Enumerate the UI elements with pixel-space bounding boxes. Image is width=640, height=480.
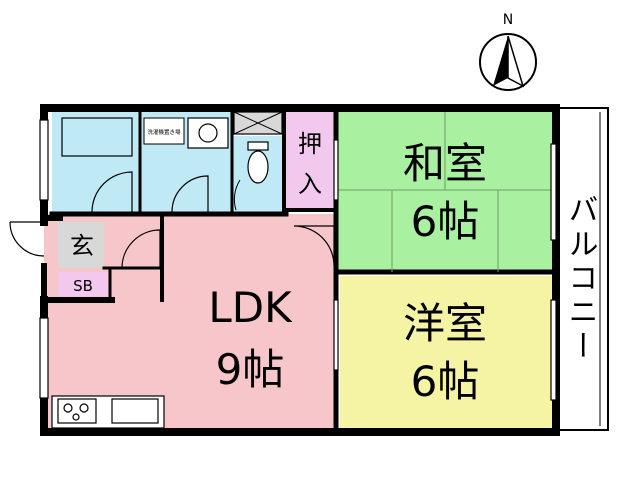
shoebox-label: SB — [73, 277, 93, 295]
balcony-fill — [555, 107, 609, 431]
tatami-lines — [338, 112, 552, 272]
sink-counter — [187, 117, 229, 149]
room-youshitsu-fill — [340, 276, 552, 428]
ldk-name: LDK — [208, 283, 293, 332]
genkan-label: 玄 — [70, 232, 94, 260]
ldk-door — [293, 225, 335, 267]
stove-icon — [57, 398, 97, 424]
bathtub — [61, 117, 133, 157]
genkan-outer-wall — [41, 263, 115, 303]
toilet-bowl-icon — [247, 150, 269, 184]
sink-basin-icon — [198, 123, 218, 143]
kitchen-sink-icon — [111, 398, 159, 424]
compass: N — [479, 12, 537, 91]
genkan-fill — [58, 222, 104, 268]
washitsu-name: 和室 — [403, 139, 487, 188]
youshitsu-name: 洋室 — [403, 299, 487, 348]
toilet-door — [233, 179, 241, 211]
bath-door — [91, 171, 133, 213]
entrance-door — [9, 221, 45, 257]
washer-space — [143, 117, 185, 145]
washer-label: 洗濯機置き場 — [147, 128, 181, 136]
toilet-tank-icon — [247, 141, 269, 151]
genkan-door — [121, 229, 161, 269]
compass-arrow-left — [493, 36, 508, 86]
oshiire-label-1: 押 — [298, 130, 322, 158]
oshiire-fill — [286, 112, 334, 210]
compass-north-label: N — [503, 12, 513, 28]
compass-arrow-right — [507, 35, 525, 88]
compass-circle — [479, 33, 537, 91]
balcony-label: バルコニー — [563, 194, 598, 364]
washroom-door — [171, 175, 209, 213]
shoebox-fill — [58, 272, 108, 296]
youshitsu-size: 6帖 — [411, 357, 480, 406]
washitsu-size: 6帖 — [411, 197, 480, 246]
windows — [39, 119, 557, 401]
oshiire-label-2: 入 — [298, 170, 322, 198]
ldk-size: 9帖 — [216, 345, 285, 394]
